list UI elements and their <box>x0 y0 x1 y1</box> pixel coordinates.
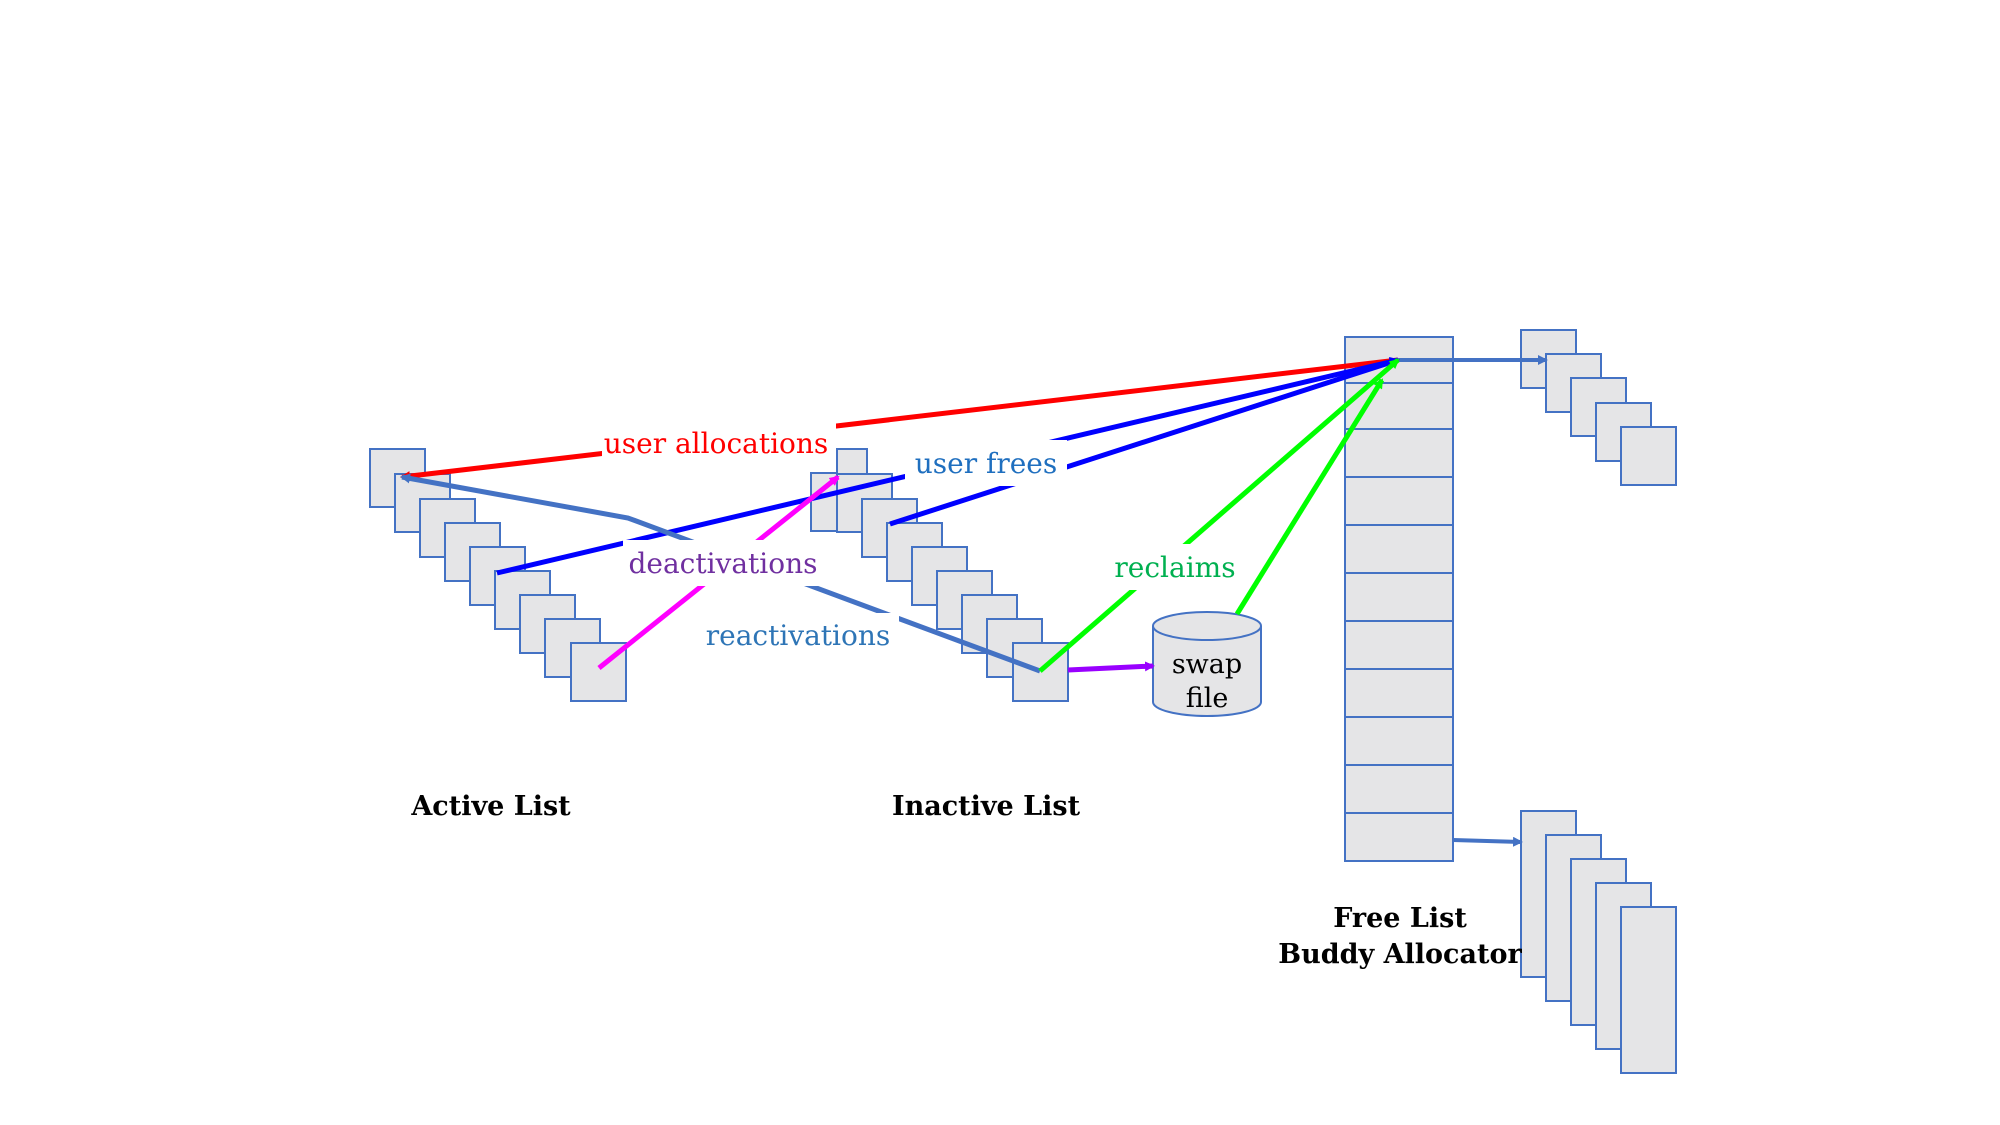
reclaims-arrow <box>1038 358 1400 673</box>
user-frees-label: user frees <box>915 447 1058 480</box>
label-bg-user-allocations <box>602 420 836 466</box>
free-block-large <box>1620 906 1677 1074</box>
label-bg-deactivations <box>623 540 823 586</box>
free-list-slot <box>1344 812 1454 862</box>
free-list-slot <box>1344 524 1454 574</box>
user-allocations-label: user allocations <box>604 427 829 460</box>
active-list-stack <box>369 448 627 702</box>
active-list-label: Active List <box>410 791 571 822</box>
free-list-slot <box>1344 764 1454 814</box>
free-list-label: Free List <box>1333 903 1467 934</box>
reclaims-label: reclaims <box>1114 551 1235 584</box>
swap-label-line1: swap <box>1172 649 1242 680</box>
free-list-slot <box>1344 476 1454 526</box>
free-block-small <box>1620 426 1677 486</box>
deactivations-label: deactivations <box>628 547 817 580</box>
label-bg-reclaims <box>1109 544 1247 590</box>
small-free-blocks <box>1520 329 1677 486</box>
buddy-allocator-label: Buddy Allocator <box>1278 939 1522 970</box>
inactive-list-label: Inactive List <box>892 791 1081 822</box>
free-list-slot <box>1344 668 1454 718</box>
reactivations-arrow <box>400 473 1041 674</box>
reactivations-label: reactivations <box>706 619 891 652</box>
free-list-to-large-blocks-arrow <box>1452 836 1523 847</box>
inactive-list-stack <box>810 448 1069 702</box>
free-list-column <box>1344 336 1454 862</box>
user-frees-arrow-inactive <box>889 357 1400 527</box>
swap-file-cylinder: swap file <box>1152 611 1262 717</box>
free-list-slot <box>1344 572 1454 622</box>
swap-label-line2: file <box>1186 683 1229 714</box>
label-bg-user-frees <box>905 440 1067 486</box>
user-allocations-arrow <box>400 357 1399 482</box>
swap-out-arrow <box>1067 661 1155 673</box>
large-free-blocks <box>1520 810 1677 1074</box>
free-list-slot <box>1344 428 1454 478</box>
label-bg-reactivations <box>697 613 899 659</box>
free-list-slot <box>1344 620 1454 670</box>
free-list-slot <box>1344 716 1454 766</box>
reclaims-arrow-swap <box>1234 378 1385 616</box>
